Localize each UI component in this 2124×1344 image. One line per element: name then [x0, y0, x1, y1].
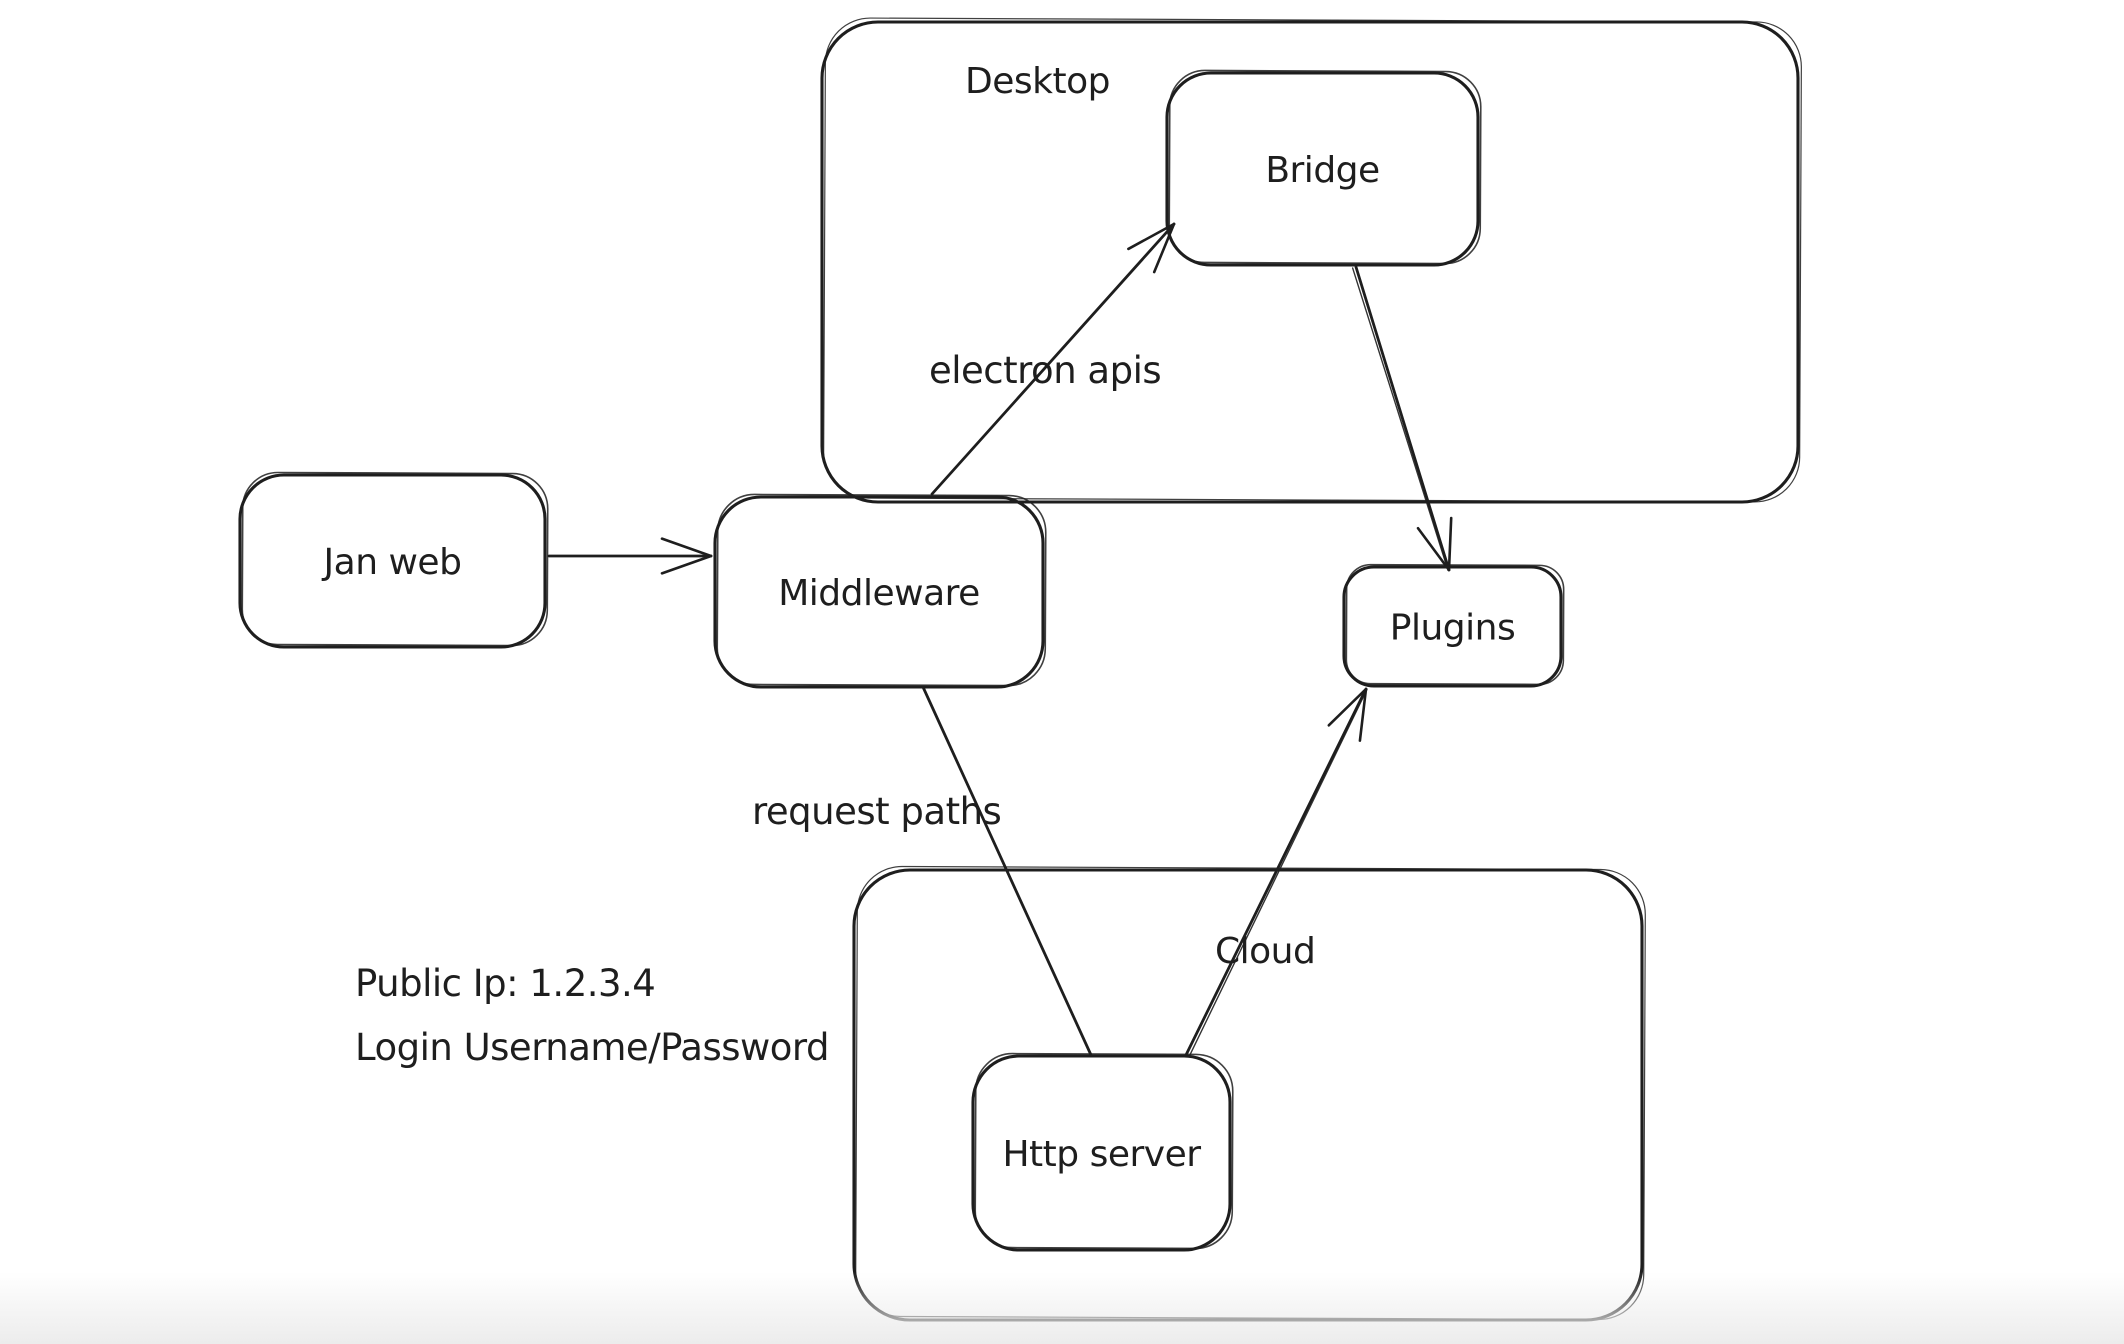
annotation-login-info[interactable]: Login Username/Password [355, 1026, 829, 1069]
node-jan-web-label: Jan web [322, 542, 462, 583]
edge-httpserver-to-plugins-arrowhead [1358, 687, 1368, 742]
edge-middleware-to-bridge-arrowhead [1152, 222, 1176, 274]
container-desktop[interactable]: Desktop [820, 17, 1802, 504]
node-http-server-label: Http server [1002, 1134, 1201, 1175]
node-plugins[interactable]: Plugins [1342, 563, 1565, 688]
container-desktop-label: Desktop [965, 61, 1110, 102]
annotation-public-ip-text: Public Ip: 1.2.3.4 [355, 962, 655, 1005]
annotation-request-paths-text: request paths [752, 790, 1001, 833]
edge-janweb-to-middleware-arrowhead [660, 554, 713, 575]
annotation-public-ip[interactable]: Public Ip: 1.2.3.4 [355, 962, 656, 1005]
node-bridge[interactable]: Bridge [1165, 69, 1482, 267]
annotation-electron-apis-text: electron apis [929, 349, 1161, 392]
node-http-server[interactable]: Http server [971, 1052, 1234, 1252]
edge-httpserver-to-plugins-arrowhead [1327, 687, 1368, 727]
annotation-login-info-text: Login Username/Password [355, 1026, 829, 1069]
edge-httpserver-to-plugins[interactable] [1184, 687, 1368, 1058]
annotation-electron-apis[interactable]: electron apis [929, 349, 1162, 392]
node-plugins-label: Plugins [1390, 608, 1515, 649]
container-cloud-label: Cloud [1215, 931, 1315, 972]
node-middleware[interactable]: Middleware [713, 493, 1047, 689]
edge-bridge-to-plugins-arrowhead [1416, 526, 1451, 572]
node-jan-web[interactable]: Jan web [238, 471, 549, 649]
edge-janweb-to-middleware-arrowhead [660, 537, 713, 558]
edge-middleware-to-bridge[interactable] [930, 222, 1176, 496]
node-bridge-label: Bridge [1265, 150, 1379, 191]
annotation-request-paths[interactable]: request paths [752, 790, 1002, 833]
edge-bridge-to-plugins-arrowhead [1447, 516, 1453, 572]
node-middleware-label: Middleware [778, 573, 980, 614]
edge-bridge-to-plugins[interactable] [1351, 265, 1453, 572]
edge-middleware-to-bridge-arrowhead [1127, 222, 1176, 251]
edge-middleware-to-httpserver[interactable] [921, 685, 1093, 1057]
edge-janweb-to-middleware[interactable] [547, 537, 713, 575]
